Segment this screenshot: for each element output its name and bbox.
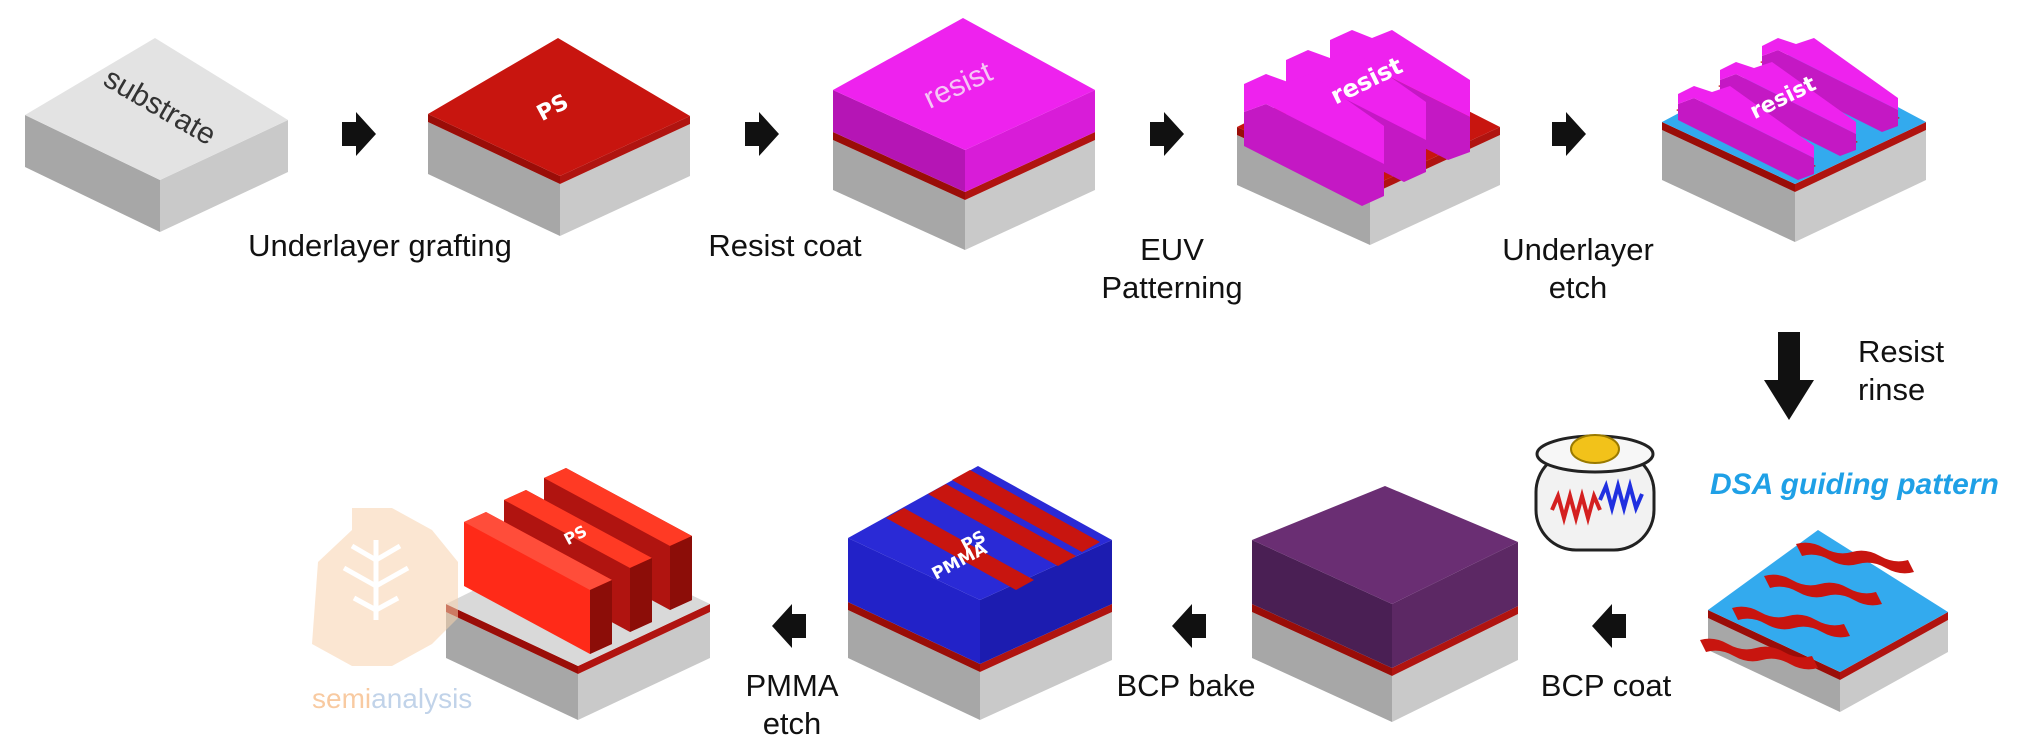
bcp-bottle-icon — [1534, 434, 1656, 552]
euv-patterned-block: resist — [1237, 30, 1500, 245]
arrow-left-icon — [1172, 604, 1206, 648]
bcp-coated-block — [1252, 486, 1518, 722]
arrow-left-icon — [772, 604, 806, 648]
watermark-semi: semi — [312, 683, 371, 714]
step-resist-rinse-line2: rinse — [1858, 372, 1925, 407]
arrow-right-icon — [1150, 112, 1184, 156]
arrow-right-icon — [342, 112, 376, 156]
ps-grafted-block: PS — [428, 38, 690, 236]
step-euv-line2: Patterning — [1101, 270, 1242, 305]
step-euv-line1: EUV — [1140, 232, 1204, 267]
bcp-baked-block: PS PMMA — [848, 466, 1112, 720]
step-bcp-coat: BCP coat — [1541, 668, 1672, 703]
substrate-block: substrate — [25, 38, 288, 232]
arrow-left-icon — [1592, 604, 1626, 648]
step-resist-coat: Resist coat — [708, 228, 862, 263]
arrow-right-icon — [745, 112, 779, 156]
ps-lines-block: PS — [446, 468, 710, 720]
step-resist-rinse-line1: Resist — [1858, 334, 1945, 369]
watermark-text: semianalysis — [312, 683, 472, 714]
resist-coat-block: resist — [833, 18, 1095, 250]
underlayer-etch-block: resist — [1662, 38, 1926, 242]
arrow-right-icon — [1552, 112, 1586, 156]
step-pmma-etch-line1: PMMA — [746, 668, 839, 703]
step-underlayer-grafting: Underlayer grafting — [248, 228, 512, 263]
dsa-guiding-pattern-title: DSA guiding pattern — [1710, 468, 1999, 501]
step-pmma-etch-line2: etch — [763, 706, 822, 741]
semianalysis-watermark-logo: semianalysis — [312, 508, 472, 714]
step-underlayer-etch-line2: etch — [1549, 270, 1608, 305]
step-underlayer-etch-line1: Underlayer — [1502, 232, 1654, 267]
dsa-guiding-pattern-block — [1700, 530, 1948, 712]
step-bcp-bake: BCP bake — [1116, 668, 1255, 703]
arrow-down-icon — [1764, 332, 1814, 420]
watermark-analysis: analysis — [371, 683, 472, 714]
